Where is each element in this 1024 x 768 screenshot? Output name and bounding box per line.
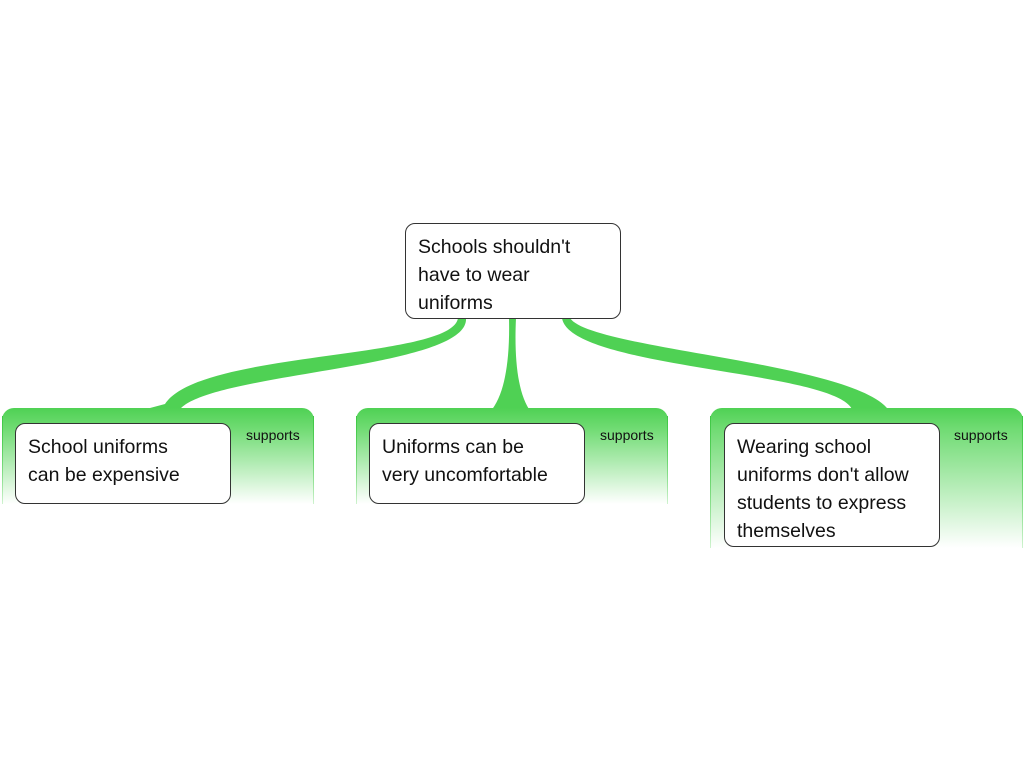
relation-label-self-expression: supports xyxy=(954,427,1008,443)
relation-label-expensive: supports xyxy=(246,427,300,443)
node-uniforms-self-expression[interactable]: Wearing school uniforms don't allow stud… xyxy=(724,423,940,547)
node-school-uniforms-expensive[interactable]: School uniforms can be expensive xyxy=(15,423,231,504)
root-node[interactable]: Schools shouldn't have to wear uniforms xyxy=(405,223,621,319)
relation-label-uncomfortable: supports xyxy=(600,427,654,443)
connector-root-to-uncomfortable xyxy=(490,318,531,412)
connector-root-to-expensive xyxy=(135,318,467,412)
connector-root-to-self-expression xyxy=(562,318,890,412)
node-uniforms-uncomfortable[interactable]: Uniforms can be very uncomfortable xyxy=(369,423,585,504)
